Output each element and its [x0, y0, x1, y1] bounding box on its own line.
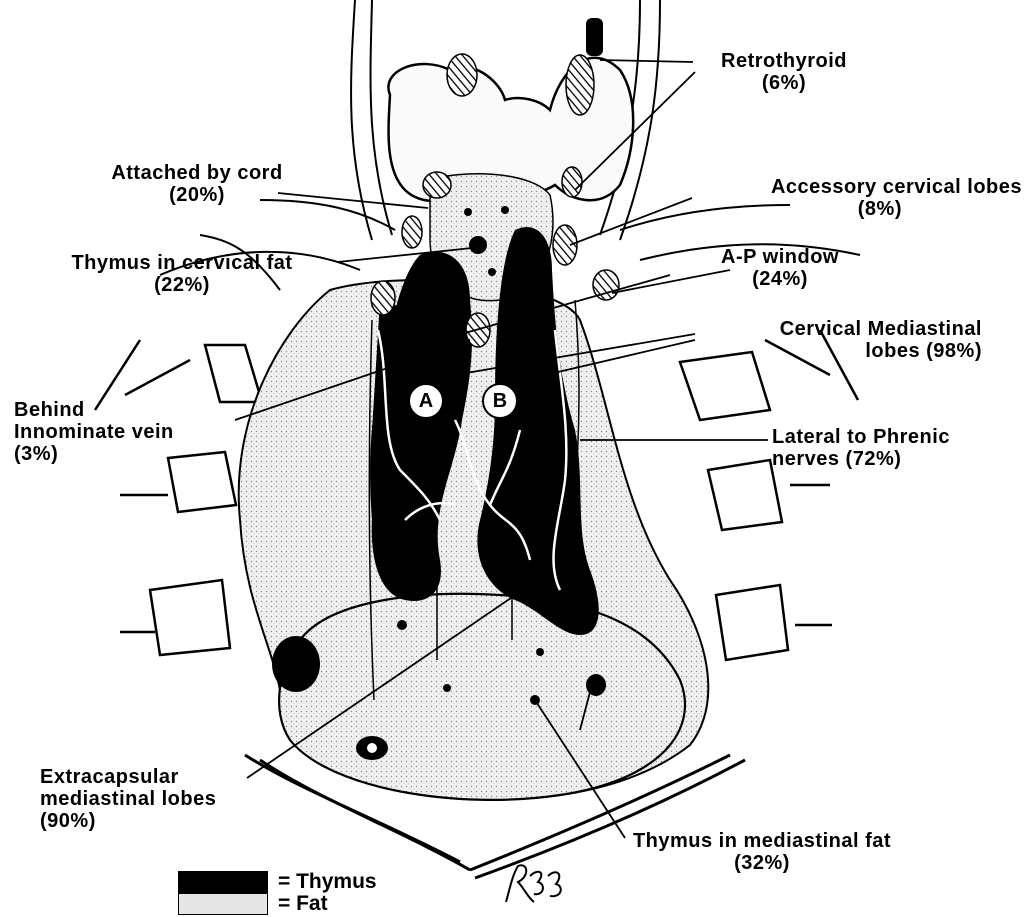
legend-fat-swatch [178, 893, 268, 915]
label-ap-window: A-P window (24%) [695, 246, 865, 290]
legend-thymus-label: = Thymus [278, 870, 377, 894]
label-lateral-to-phrenic-nerves: Lateral to Phrenic nerves (72%) [772, 426, 950, 470]
lower-fat-lobule [279, 594, 685, 800]
label-extracapsular-mediastinal-lobes: Extracapsular mediastinal lobes (90%) [40, 766, 216, 832]
right-retractor [680, 330, 858, 660]
lobe-a-marker: A [408, 383, 444, 419]
label-thymus-in-cervical-fat: Thymus in cervical fat (22%) [22, 252, 342, 296]
legend-thymus-swatch [178, 871, 268, 893]
label-thymus-in-mediastinal-fat: Thymus in mediastinal fat (32%) [584, 830, 940, 874]
label-cervical-mediastinal-lobes: Cervical Mediastinal lobes (98%) [690, 318, 982, 362]
label-attached-by-cord: Attached by cord (20%) [80, 162, 314, 206]
artist-signature [500, 858, 570, 908]
label-behind-innominate-vein: Behind Innominate vein (3%) [14, 399, 174, 465]
legend-thymus: = Thymus [178, 870, 377, 894]
legend-fat-label: = Fat [278, 892, 328, 916]
label-retrothyroid: Retrothyroid (6%) [694, 50, 874, 94]
label-accessory-cervical-lobes: Accessory cervical lobes (8%) [660, 176, 1022, 220]
lobe-b-marker: B [482, 383, 518, 419]
left-retractor [95, 340, 262, 655]
legend-fat: = Fat [178, 892, 328, 916]
